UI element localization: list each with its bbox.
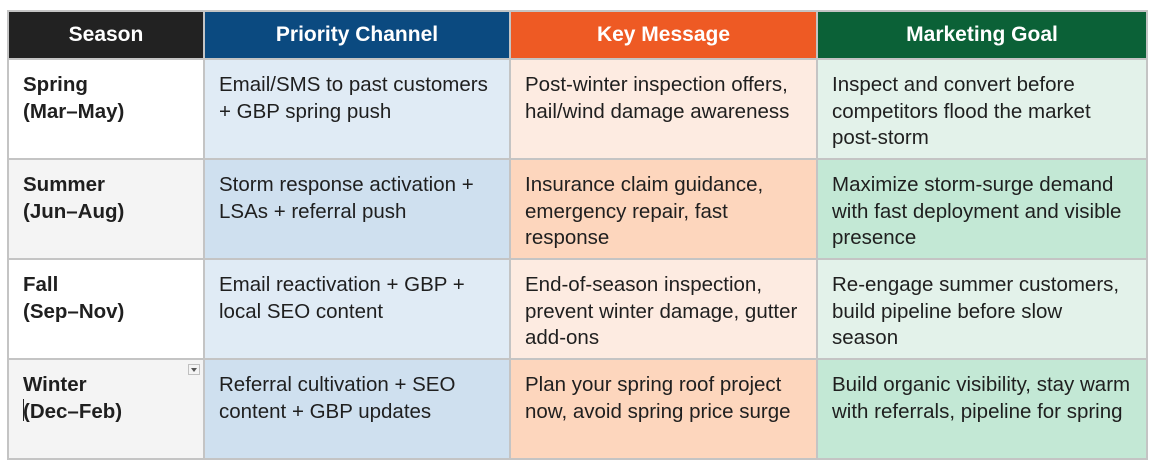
goal-cell[interactable]: Inspect and convert before competitors f… (816, 58, 1148, 160)
goal-cell[interactable]: Re-engage summer customers, build pipeli… (816, 258, 1148, 360)
season-months: (Mar–May) (23, 99, 125, 123)
header-season[interactable]: Season (7, 10, 205, 60)
channel-cell[interactable]: Referral cultivation + SEO content + GBP… (203, 358, 511, 460)
seasonal-marketing-table: Season Priority Channel Key Message Mark… (7, 10, 1148, 460)
header-priority-channel[interactable]: Priority Channel (203, 10, 511, 60)
text-cursor (23, 398, 24, 421)
message-cell[interactable]: Plan your spring roof project now, avoid… (509, 358, 818, 460)
season-cell[interactable]: Summer (Jun–Aug) (7, 158, 205, 260)
header-marketing-goal[interactable]: Marketing Goal (816, 10, 1148, 60)
goal-cell[interactable]: Build organic visibility, stay warm with… (816, 358, 1148, 460)
table-row-summer: Summer (Jun–Aug) Storm response activati… (7, 158, 1148, 260)
message-cell[interactable]: End-of-season inspection, prevent winter… (509, 258, 818, 360)
season-name: Fall (23, 273, 59, 296)
message-cell[interactable]: Post-winter inspection offers, hail/wind… (509, 58, 818, 160)
table-row-spring: Spring (Mar–May) Email/SMS to past custo… (7, 58, 1148, 160)
channel-cell[interactable]: Email reactivation + GBP + local SEO con… (203, 258, 511, 360)
season-cell[interactable]: Winter (Dec–Feb) (7, 358, 205, 460)
season-name: Summer (23, 173, 106, 196)
table-row-winter: Winter (Dec–Feb) Referral cultivation + … (7, 358, 1148, 460)
cell-dropdown-arrow-icon[interactable] (188, 364, 200, 375)
season-cell[interactable]: Fall (Sep–Nov) (7, 258, 205, 360)
season-months: (Sep–Nov) (23, 299, 125, 323)
header-key-message[interactable]: Key Message (509, 10, 818, 60)
channel-cell[interactable]: Email/SMS to past customers + GBP spring… (203, 58, 511, 160)
channel-cell[interactable]: Storm response activation + LSAs + refer… (203, 158, 511, 260)
message-cell[interactable]: Insurance claim guidance, emergency repa… (509, 158, 818, 260)
header-row: Season Priority Channel Key Message Mark… (7, 10, 1148, 60)
season-name: Spring (23, 73, 88, 96)
goal-cell[interactable]: Maximize storm-surge demand with fast de… (816, 158, 1148, 260)
season-months: (Jun–Aug) (23, 199, 125, 223)
season-cell[interactable]: Spring (Mar–May) (7, 58, 205, 160)
season-name: Winter (23, 373, 87, 396)
season-months: (Dec–Feb) (23, 399, 123, 423)
table-row-fall: Fall (Sep–Nov) Email reactivation + GBP … (7, 258, 1148, 360)
